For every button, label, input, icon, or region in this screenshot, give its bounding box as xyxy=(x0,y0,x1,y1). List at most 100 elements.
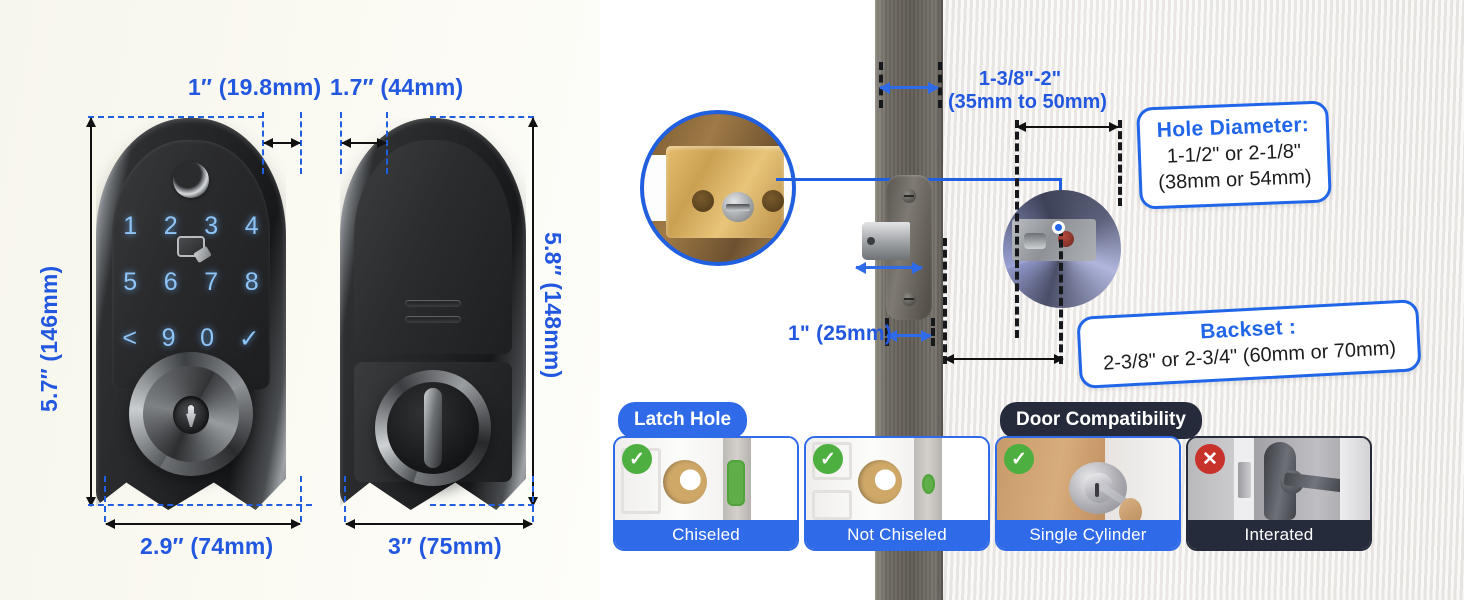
thumb-turn-grip xyxy=(424,388,442,468)
faceplate-screw-hole xyxy=(692,190,714,212)
door-gap xyxy=(751,438,797,524)
touch-keypad[interactable]: 1 2 3 4 5 6 7 8 < 9 0 ✓ xyxy=(110,212,272,381)
front-outer-guide xyxy=(300,112,302,174)
front-top-guide xyxy=(88,116,264,118)
keypad-row: < 9 0 ✓ xyxy=(110,324,272,354)
latch-bolt-arrow xyxy=(855,261,923,274)
back-depth-label: 1.7″ (44mm) xyxy=(330,74,464,100)
strike-plate xyxy=(1238,462,1251,498)
card-interated-caption: Interated xyxy=(1188,520,1370,549)
back-lock-assembly xyxy=(340,118,526,510)
hole-diameter-callout: Hole Diameter: 1-1/2" or 2-1/8" (38mm or… xyxy=(1136,100,1332,210)
front-depth-label: 1″ (19.8mm) xyxy=(188,74,322,100)
door-molding xyxy=(812,490,852,520)
keypad-key[interactable]: 9 xyxy=(161,324,176,352)
faceplate-right-guide xyxy=(931,318,935,346)
latch-faceplate-magnifier xyxy=(640,110,796,266)
back-width-arrow xyxy=(345,519,533,529)
interated-cross-icon: ✕ xyxy=(1195,444,1225,474)
card-not-chiseled-caption: Not Chiseled xyxy=(806,520,988,549)
card-chiseled-image xyxy=(615,438,797,524)
keypad-key[interactable]: 6 xyxy=(163,268,178,296)
front-left-guide xyxy=(104,476,106,522)
door-thickness-label: 1-3/8"-2" (35mm to 50mm) xyxy=(948,68,1107,114)
faceplate-width-arrow xyxy=(886,329,932,342)
single-cylinder-check-icon: ✓ xyxy=(1004,444,1034,474)
faceplate-width-label: 1" (25mm) xyxy=(788,322,892,345)
keypad-key[interactable]: 1 xyxy=(123,212,138,240)
back-bottom-guide xyxy=(430,504,534,506)
keypad-key[interactable]: 5 xyxy=(123,268,138,296)
front-depth-arrow xyxy=(263,138,301,148)
backset-arrow xyxy=(944,354,1064,364)
latch-screw xyxy=(902,189,916,203)
back-height-arrow xyxy=(528,117,538,507)
keypad-key[interactable]: 4 xyxy=(244,212,259,240)
unchiseled-strike-marker xyxy=(922,474,935,494)
hole-right-guide xyxy=(1118,120,1122,206)
hole-left-guide xyxy=(1015,120,1019,338)
card-interated[interactable]: ✕ Interated xyxy=(1186,436,1372,551)
keypad-key[interactable]: 8 xyxy=(244,268,259,296)
door-gap xyxy=(942,438,988,524)
wall-background xyxy=(1340,438,1370,524)
key-slot xyxy=(1095,483,1099,497)
latch-bore-hole xyxy=(663,460,707,504)
chiseled-strike-plate xyxy=(727,460,745,506)
keypad-key-back[interactable]: < xyxy=(122,324,137,352)
front-width-arrow xyxy=(105,519,301,529)
back-right-depth-guide xyxy=(386,112,388,174)
not-chiseled-check-icon: ✓ xyxy=(813,444,843,474)
chiseled-check-icon: ✓ xyxy=(622,444,652,474)
door-thickness-arrow xyxy=(879,81,939,94)
front-right-guide xyxy=(300,476,302,522)
door-thickness-line1: 1-3/8"-2" xyxy=(978,68,1062,90)
magnified-brass-faceplate xyxy=(666,146,784,238)
door-thickness-right-guide xyxy=(938,62,942,108)
card-chiseled[interactable]: ✓ Chiseled xyxy=(613,436,799,551)
keypad-key[interactable]: 0 xyxy=(200,324,215,352)
card-single-cylinder-image xyxy=(997,438,1179,524)
speaker-slot xyxy=(405,300,461,307)
door-thickness-line2: (35mm to 50mm) xyxy=(948,91,1107,114)
keypad-key[interactable]: 7 xyxy=(204,268,219,296)
keyhole-icon xyxy=(173,396,209,434)
back-width-label: 3″ (75mm) xyxy=(388,533,502,559)
keypad-key-confirm[interactable]: ✓ xyxy=(238,325,260,353)
back-depth-arrow xyxy=(341,138,387,148)
card-not-chiseled[interactable]: ✓ Not Chiseled xyxy=(804,436,990,551)
front-height-arrow xyxy=(86,117,96,507)
front-bottom-guide xyxy=(88,504,312,506)
latch-hole-badge: Latch Hole xyxy=(618,402,748,439)
fingerprint-sensor-icon[interactable] xyxy=(173,162,209,198)
front-width-label: 2.9″ (74mm) xyxy=(140,533,274,559)
card-single-cylinder[interactable]: ✓ Single Cylinder xyxy=(995,436,1181,551)
rfid-card-icon xyxy=(177,236,205,257)
latch-screw xyxy=(902,292,916,306)
keypad-row: 1 2 3 4 xyxy=(110,212,272,241)
magnified-bolt xyxy=(722,192,754,222)
keypad-row: 5 6 7 8 xyxy=(110,268,272,297)
back-top-guide xyxy=(430,116,534,118)
back-upper-housing xyxy=(354,140,512,354)
card-single-cylinder-caption: Single Cylinder xyxy=(997,520,1179,549)
door-latch-bolt xyxy=(862,222,910,260)
faceplate-screw-hole xyxy=(762,190,784,212)
backset-origin-dot xyxy=(1052,221,1065,234)
back-bottom-left-guide xyxy=(344,476,346,522)
back-bottom-right-guide xyxy=(532,476,534,522)
front-height-label: 5.7″ (146mm) xyxy=(36,265,62,412)
key-bow xyxy=(1119,498,1142,524)
back-height-label: 5.8″ (148mm) xyxy=(540,232,566,379)
hole-diameter-line2: (38mm or 54mm) xyxy=(1157,166,1313,195)
backset-right-guide xyxy=(1059,228,1063,364)
front-lock-assembly: 1 2 3 4 5 6 7 8 < 9 0 ✓ xyxy=(96,118,286,510)
speaker-slot xyxy=(405,316,461,323)
keypad-key[interactable]: 3 xyxy=(204,212,219,240)
keypad-key[interactable]: 2 xyxy=(163,212,178,240)
card-interated-image xyxy=(1188,438,1370,524)
door-compatibility-badge: Door Compatibility xyxy=(1000,402,1202,439)
card-chiseled-caption: Chiseled xyxy=(615,520,797,549)
backset-left-guide xyxy=(943,238,947,364)
